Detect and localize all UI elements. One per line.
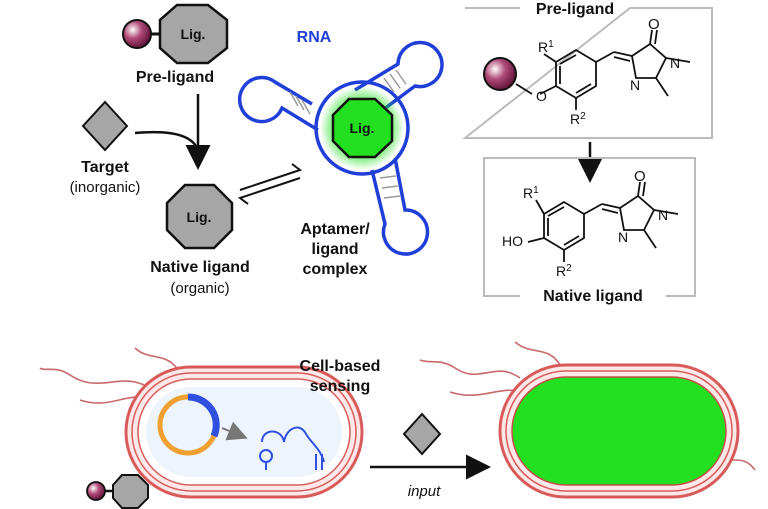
native-ligand-group: Lig. Native ligand (organic): [150, 183, 250, 297]
pre-n2: N: [630, 77, 640, 93]
bound-ligand-label: Lig.: [350, 120, 375, 136]
pre-r1: R1: [538, 39, 554, 56]
target-sub-label: (inorganic): [70, 179, 141, 196]
ligand-octagon-icon: [158, 3, 229, 65]
expression-arrow: [221, 421, 248, 441]
ligand-label: Lig.: [181, 26, 206, 42]
complex-label-line1: Aptamer/: [300, 221, 370, 238]
pre-carbonyl-o: O: [648, 16, 660, 33]
complex-label-line2: ligand: [311, 241, 358, 258]
rna-base-pairs: [289, 69, 407, 199]
native-ligand-structure: [527, 181, 679, 262]
native-n1: N: [658, 207, 668, 223]
input-label: input: [408, 483, 441, 500]
target-diamond-icon: [81, 100, 129, 152]
pre-ligand-label: Pre-ligand: [136, 69, 214, 86]
pre-ligand-structure: [515, 29, 691, 110]
target-label: Target: [81, 159, 129, 176]
fluorescent-cytoplasm: [511, 376, 727, 486]
cell-sensing-line1: Cell-based: [300, 358, 381, 375]
native-ligand-box: Native ligand: [483, 157, 696, 305]
rna-aptamer: [238, 40, 444, 256]
plasmid-icon: [157, 393, 220, 456]
pre-oxygen: O: [536, 88, 547, 104]
target-group: Target (inorganic): [70, 100, 141, 196]
native-hydroxyl: HO: [502, 233, 523, 249]
cell-right: [498, 363, 740, 499]
native-ligand-sub-label: (organic): [170, 280, 229, 297]
expressed-rna-icon: [259, 426, 325, 470]
native-r2: R2: [556, 263, 572, 280]
complex-label-line3: complex: [303, 261, 368, 278]
pre-n1: N: [670, 55, 680, 71]
native-ligand-label: Native ligand: [150, 259, 250, 276]
native-n2: N: [618, 229, 628, 245]
activation-arrow: [134, 94, 211, 170]
pre-r2: R2: [570, 111, 586, 128]
native-carbonyl-o: O: [634, 168, 646, 185]
pre-ligand-bead-icon: [483, 57, 517, 91]
bead-icon: [122, 19, 152, 49]
native-ligand-box-title: Native ligand: [543, 288, 643, 305]
native-r1: R1: [523, 185, 539, 202]
cell-sensing-line2: sensing: [310, 378, 370, 395]
probe-icon: [86, 474, 149, 509]
pre-ligand-box-title: Pre-ligand: [536, 1, 614, 18]
native-ligand-octagon-icon: [165, 183, 234, 250]
rna-label: RNA: [297, 29, 332, 46]
pre-ligand-box: Pre-ligand: [462, 1, 713, 139]
equilibrium-arrows: [237, 163, 303, 205]
bound-ligand-octagon-icon: [331, 97, 394, 159]
native-ligand-octagon-label: Lig.: [187, 209, 212, 225]
pre-ligand-group: Lig. Pre-ligand: [122, 3, 229, 86]
input-diamond-icon: [402, 412, 442, 456]
